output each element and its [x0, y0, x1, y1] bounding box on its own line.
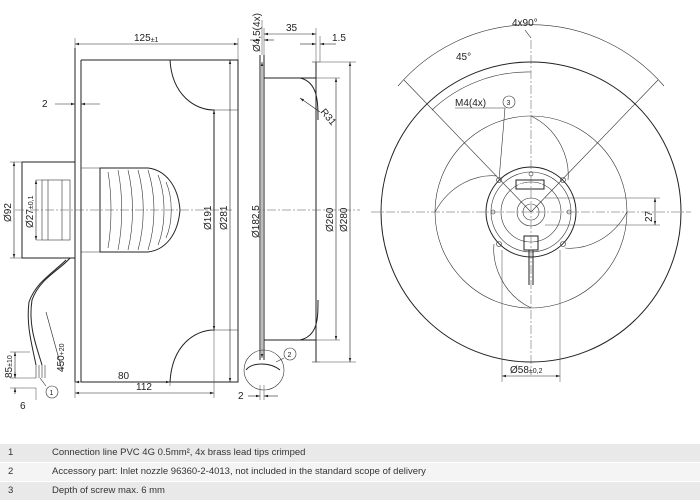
- svg-text:1.5: 1.5: [332, 33, 346, 44]
- note-number: 1: [8, 447, 14, 458]
- dim-191: Ø191: [203, 110, 216, 330]
- note-text: Connection line PVC 4G 0.5mm², 4x brass …: [52, 447, 306, 458]
- svg-text:Ø92: Ø92: [3, 203, 14, 222]
- note-text: Accessory part: Inlet nozzle 96360-2-401…: [52, 466, 426, 477]
- svg-text:6: 6: [20, 401, 26, 412]
- angle-45: 45°: [456, 52, 471, 63]
- callout-2: 2: [283, 347, 297, 361]
- svg-text:80: 80: [118, 371, 130, 382]
- svg-text:Ø281: Ø281: [219, 205, 230, 230]
- note-number: 3: [8, 485, 14, 496]
- dim-80: 80: [74, 371, 171, 398]
- note-row: 2 Accessory part: Inlet nozzle 96360-2-4…: [0, 463, 700, 482]
- dim-58: Ø58±0,2: [501, 250, 561, 382]
- note-row: 3 Depth of screw max. 6 mm: [0, 482, 700, 501]
- svg-text:1: 1: [50, 390, 54, 397]
- dim-r31: R31: [299, 97, 339, 128]
- dim-27-right: 27: [545, 197, 660, 226]
- dim-27: Ø27±0,1: [25, 179, 42, 241]
- callout-3: 3: [502, 95, 516, 109]
- dim-92: Ø92: [3, 161, 22, 259]
- svg-text:Ø58±0,2: Ø58±0,2: [510, 365, 543, 376]
- svg-text:Ø182,5: Ø182,5: [251, 205, 262, 238]
- svg-text:85±10: 85±10: [4, 355, 15, 378]
- svg-text:450+20: 450+20: [56, 343, 67, 372]
- svg-text:Ø260: Ø260: [325, 207, 336, 232]
- notes-table: 1 Connection line PVC 4G 0.5mm², 4x bras…: [0, 444, 700, 501]
- angle-4x90: 4x90°: [512, 18, 538, 39]
- dim-2-top: 2: [42, 99, 100, 110]
- svg-text:27: 27: [644, 210, 655, 222]
- dim-281: Ø281: [219, 60, 232, 382]
- dim-182-5: Ø182,5: [251, 62, 264, 358]
- svg-text:4x90°: 4x90°: [512, 18, 538, 29]
- note-number: 2: [8, 466, 14, 477]
- side-view: [15, 48, 239, 383]
- svg-text:2: 2: [238, 391, 244, 402]
- svg-text:35: 35: [286, 23, 298, 34]
- dim-2-bottom: 2: [238, 385, 278, 402]
- dim-260: Ø260: [316, 77, 340, 341]
- dim-125: 125±1: [74, 33, 239, 60]
- svg-text:2: 2: [288, 352, 292, 359]
- note-text: Depth of screw max. 6 mm: [52, 485, 165, 496]
- note-row: 1 Connection line PVC 4G 0.5mm², 4x bras…: [0, 444, 700, 463]
- dim-cable: 85±10 6 450+20: [4, 311, 67, 412]
- svg-text:Ø191: Ø191: [203, 205, 214, 230]
- dim-280: Ø280: [320, 61, 356, 363]
- svg-text:Ø4,5(4x): Ø4,5(4x): [252, 13, 263, 52]
- svg-text:112: 112: [136, 382, 152, 393]
- technical-drawing: 125±1 2 Ø92 Ø27±0,1 Ø191 Ø281 85±10 6: [3, 13, 691, 412]
- nozzle-view: [243, 55, 360, 391]
- svg-text:3: 3: [507, 100, 511, 107]
- svg-text:R31: R31: [318, 107, 339, 128]
- dim-4-5: Ø4,5(4x): [250, 13, 274, 55]
- callout-1: 1: [39, 377, 59, 399]
- front-view: ebmpapst: [371, 24, 691, 375]
- dim-35: 35: [263, 23, 317, 62]
- dim-112: 112: [75, 330, 215, 398]
- svg-text:125±1: 125±1: [134, 33, 159, 44]
- svg-text:Ø280: Ø280: [339, 207, 350, 232]
- svg-text:ebmpapst: ebmpapst: [518, 183, 543, 189]
- dim-1-5: 1.5: [300, 33, 346, 62]
- label-m4: M4(4x): [455, 98, 506, 181]
- svg-text:45°: 45°: [456, 52, 471, 63]
- svg-text:2: 2: [42, 99, 48, 110]
- svg-text:M4(4x): M4(4x): [455, 98, 486, 109]
- svg-text:Ø27±0,1: Ø27±0,1: [25, 195, 36, 228]
